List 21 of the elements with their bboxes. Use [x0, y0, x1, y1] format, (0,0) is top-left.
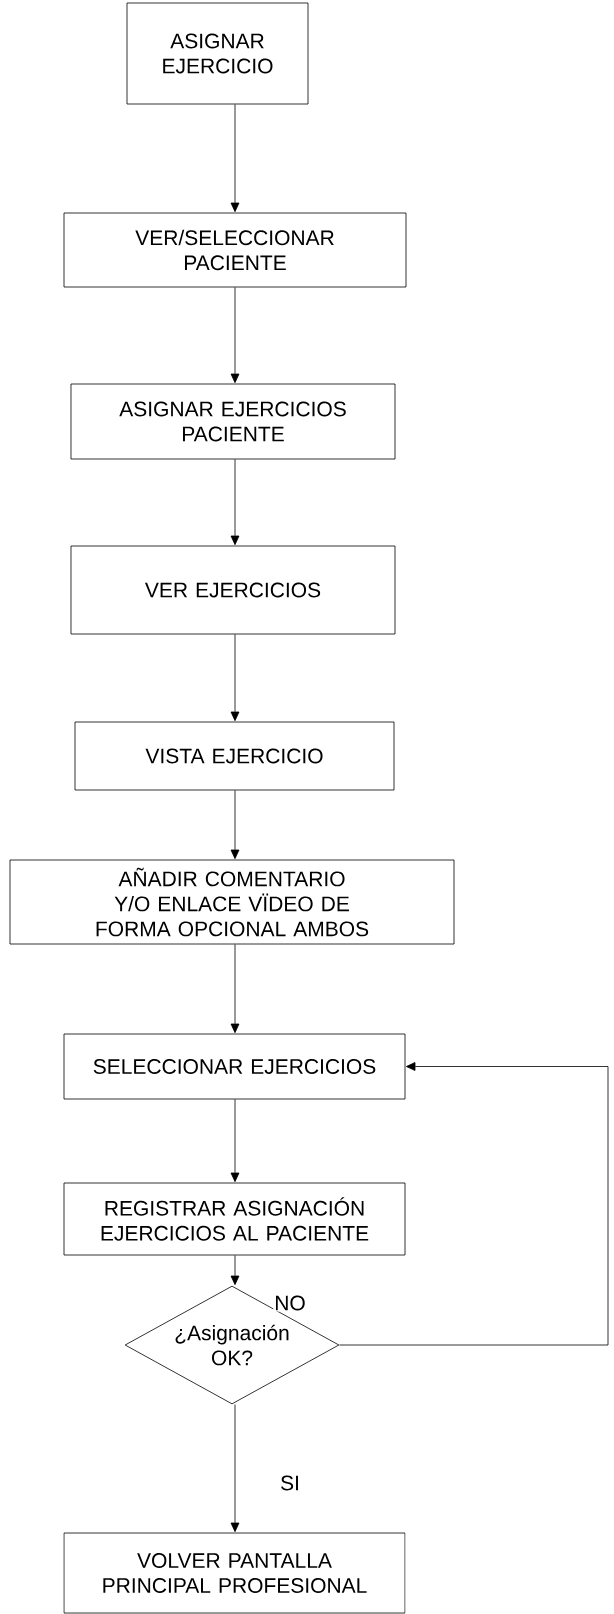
arrow — [230, 790, 240, 860]
arrow — [339, 1062, 609, 1346]
arrow — [230, 104, 240, 213]
process-box: VOLVER PANTALLA PRINCIPAL PROFESIONAL — [63, 1532, 406, 1614]
arrow — [230, 1255, 240, 1286]
arrow — [230, 1099, 240, 1183]
process-box: VER EJERCICIOS — [70, 545, 396, 635]
arrow — [230, 1404, 240, 1533]
edge-label: NO — [273, 1294, 307, 1312]
process-box: ASIGNAR EJERCICIOS PACIENTE — [70, 383, 396, 460]
arrow — [230, 287, 240, 384]
arrow — [230, 944, 240, 1034]
process-box: ASIGNAR EJERCICIO — [126, 2, 309, 105]
process-box: VISTA EJERCICIO — [74, 721, 395, 791]
process-box: REGISTRAR ASIGNACIÓN EJERCICIOS AL PACIENTE — [63, 1182, 406, 1256]
process-box: SELECCIONAR EJERCICIOS — [63, 1033, 406, 1100]
process-box: VER/SELECCIONAR PACIENTE — [63, 212, 407, 288]
edge-label: SI — [279, 1474, 301, 1492]
process-box: AÑADIR COMENTARIO Y/O ENLACE VÏDEO DE FORMA OPCIONAL AMBOS — [9, 859, 455, 945]
arrow — [230, 459, 240, 546]
arrow — [230, 634, 240, 722]
